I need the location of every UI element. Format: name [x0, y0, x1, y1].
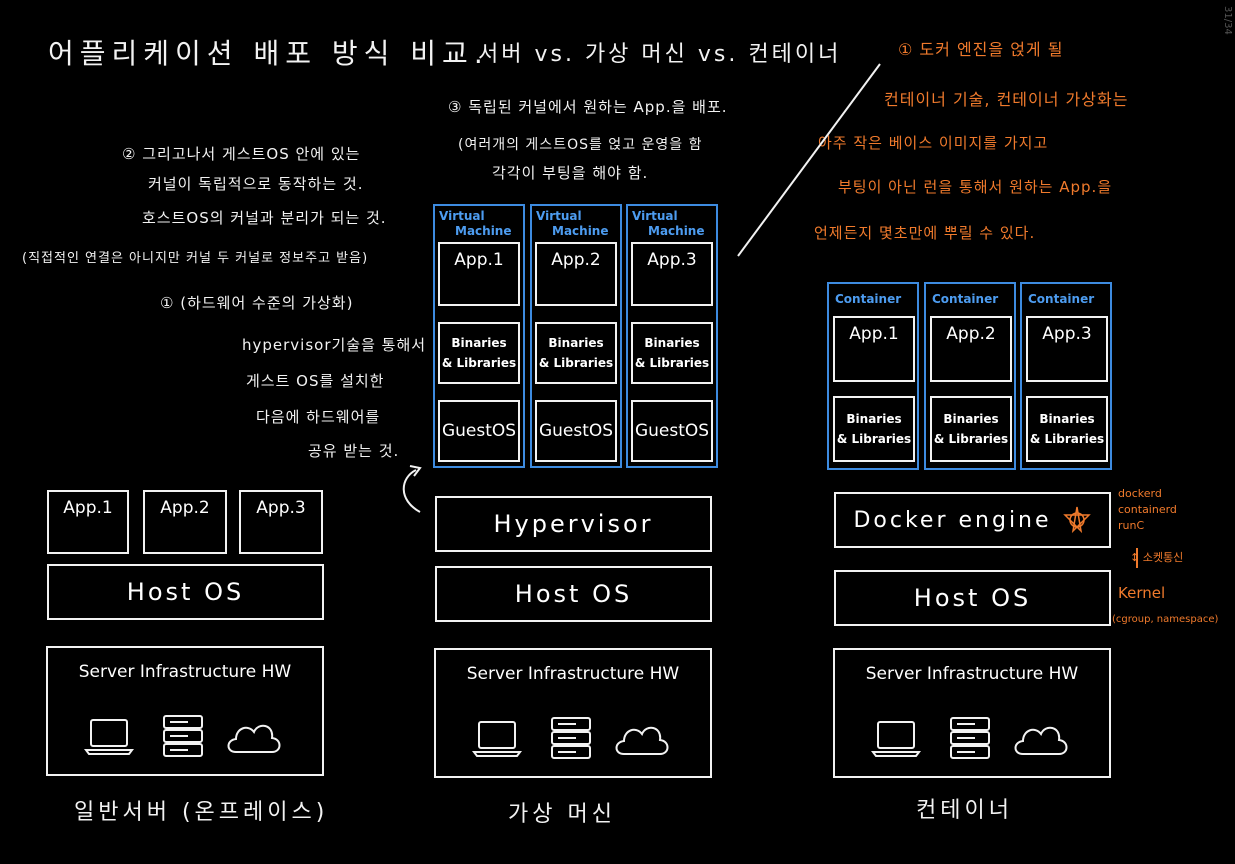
server-app-3: App.3 [239, 490, 323, 554]
note-vm-kernel: ② 그리고나서 게스트OS 안에 있는 커널이 독립적으로 동작하는 것. 호스… [22, 145, 387, 266]
vm-app-2: App.2 [535, 242, 617, 306]
vm-app-3: App.3 [631, 242, 713, 306]
container-1: Container App.1 Binaries& Libraries [827, 282, 919, 470]
container-app-2: App.2 [930, 316, 1012, 382]
vm-2: Virtual Machine App.2 Binaries& Librarie… [530, 204, 622, 468]
laptop-icon [871, 721, 921, 757]
vm-hypervisor: Hypervisor [435, 496, 712, 552]
page-subtitle: 서버 vs. 가상 머신 vs. 컨테이너 [478, 42, 842, 67]
docker-kernel-sub: (cgroup, namespace) [1112, 614, 1219, 625]
server-rack-icon [551, 717, 591, 759]
container-hw: Server Infrastructure HW [833, 648, 1111, 778]
vm-caption: 가상 머신 [508, 802, 616, 827]
hw-icons [436, 716, 710, 760]
container-bins-2: Binaries& Libraries [930, 396, 1012, 462]
hw-icons [48, 714, 322, 758]
server-host-os: Host OS [47, 564, 324, 620]
note-container: ① 도커 엔진을 얹게 될 컨테이너 기술, 컨테이너 가상화는 아주 작은 베… [814, 40, 1129, 242]
cloud-icon [227, 724, 281, 753]
container-2: Container App.2 Binaries& Libraries [924, 282, 1016, 470]
container-bins-3: Binaries& Libraries [1026, 396, 1108, 462]
note-vm-deploy: ③ 독립된 커널에서 원하는 App.을 배포. (여러개의 게스트OS를 얹고… [448, 98, 728, 182]
laptop-icon [472, 721, 522, 757]
container-app-1: App.1 [833, 316, 915, 382]
vm-guest-os-1: GuestOS [438, 400, 520, 462]
cloud-icon [615, 726, 669, 755]
vm-bins-1: Binaries& Libraries [438, 322, 520, 384]
docker-procs: dockerd containerd runC [1118, 487, 1177, 532]
container-host-os: Host OS [834, 570, 1111, 626]
server-caption: 일반서버 (온프레이스) [74, 800, 329, 825]
container-bins-1: Binaries& Libraries [833, 396, 915, 462]
page-counter: 31/34 [1222, 6, 1233, 35]
vm-guest-os-3: GuestOS [631, 400, 713, 462]
vm-bins-3: Binaries& Libraries [631, 322, 713, 384]
vm-host-os: Host OS [435, 566, 712, 622]
container-3: Container App.3 Binaries& Libraries [1020, 282, 1112, 470]
docker-kernel: Kernel [1118, 584, 1166, 602]
container-app-3: App.3 [1026, 316, 1108, 382]
vm-3: Virtual Machine App.3 Binaries& Librarie… [626, 204, 718, 468]
cloud-icon [1014, 726, 1068, 755]
laptop-icon [84, 719, 134, 755]
hw-icons [835, 716, 1109, 760]
server-app-2: App.2 [143, 490, 227, 554]
vm-hw: Server Infrastructure HW [434, 648, 712, 778]
container-caption: 컨테이너 [916, 798, 1013, 823]
vm-guest-os-2: GuestOS [535, 400, 617, 462]
server-rack-icon [950, 717, 990, 759]
vm-bins-2: Binaries& Libraries [535, 322, 617, 384]
container-docker-engine: Docker engine [834, 492, 1111, 548]
server-hw: Server Infrastructure HW [46, 646, 324, 776]
star-icon [1062, 506, 1091, 534]
server-app-1: App.1 [47, 490, 129, 554]
docker-socket: ↕ 소켓통신 [1130, 551, 1184, 564]
server-rack-icon [163, 715, 203, 757]
vm-app-1: App.1 [438, 242, 520, 306]
note-vm-hypervisor: ① (하드웨어 수준의 가상화) hypervisor기술을 통해서 게스트 O… [160, 294, 427, 460]
vm-1: Virtual Machine App.1 Binaries& Librarie… [433, 204, 525, 468]
page-title: 어플리케이션 배포 방식 비교. [48, 37, 489, 70]
